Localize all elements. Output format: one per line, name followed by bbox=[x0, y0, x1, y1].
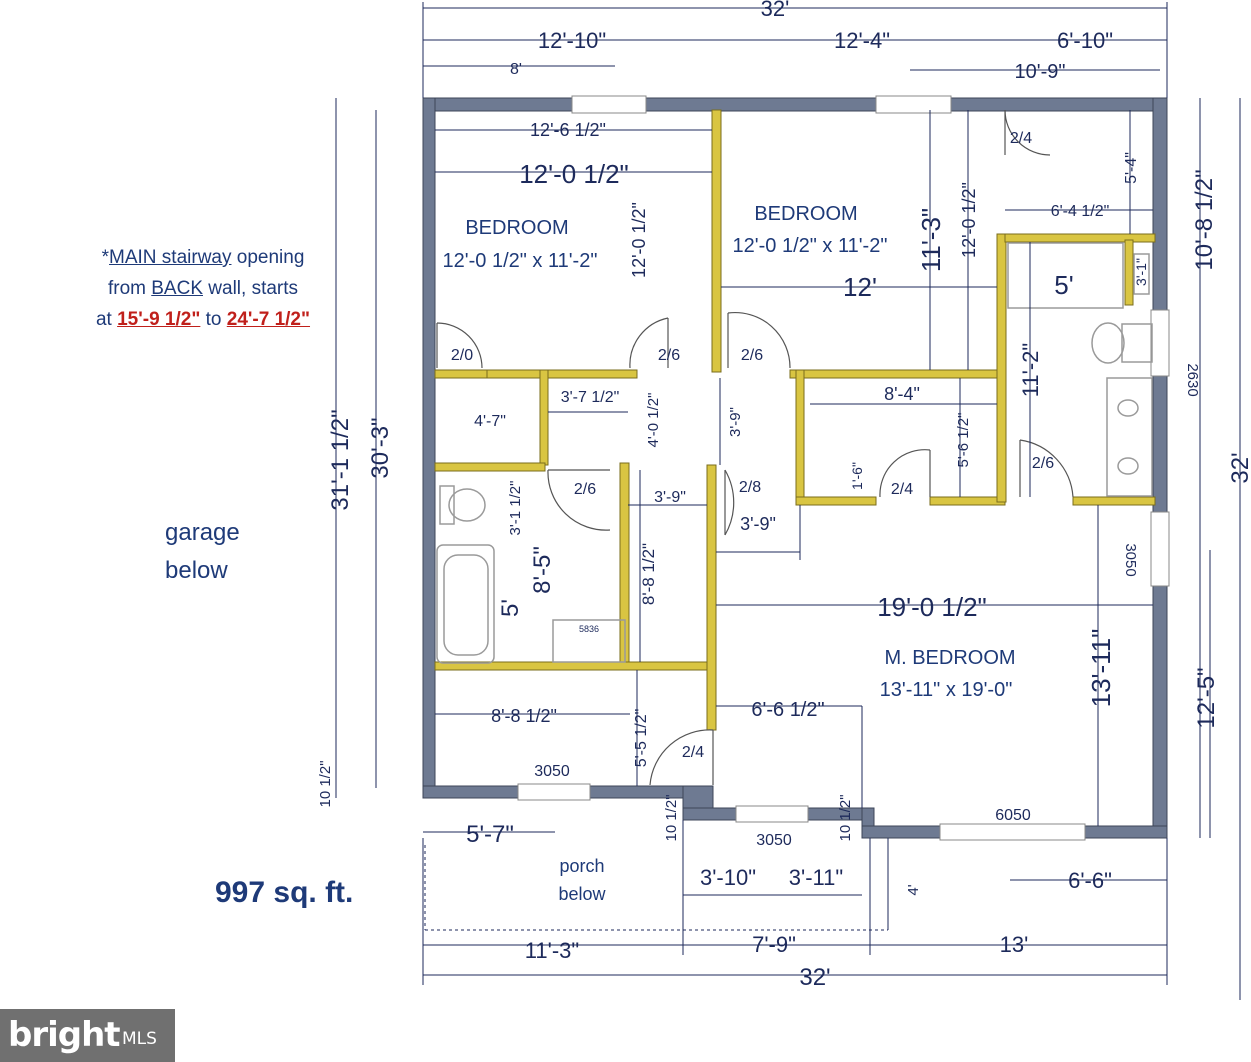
sink-code: 5836 bbox=[579, 624, 599, 634]
dim-wic-w: 8'-4" bbox=[884, 384, 920, 404]
door-2-6b: 2/6 bbox=[741, 347, 763, 364]
window-3050-b: 3050 bbox=[756, 832, 792, 849]
stairway-note-line2: from BACK wall, starts bbox=[107, 278, 299, 299]
dim-bed2-h2: 12'-0 1/2" bbox=[959, 182, 979, 258]
logo-brand: bright bbox=[8, 1015, 121, 1055]
stairway-note: *MAIN stairway opening from BACK wall, s… bbox=[78, 242, 328, 335]
room-size-bedroom-mid: 12'-0 1/2" x 11'-2" bbox=[733, 235, 888, 257]
door-2-6d: 2/6 bbox=[1032, 455, 1054, 472]
door-2-6c: 2/6 bbox=[574, 481, 596, 498]
stairway-note-line3: at 15'-9 1/2" to 24'-7 1/2" bbox=[95, 309, 311, 330]
dim-hall-long: 8'-8 1/2" bbox=[639, 543, 658, 605]
dim-m-w: 19'-0 1/2" bbox=[877, 592, 987, 622]
dim-step-b: 10 1/2" bbox=[837, 794, 854, 841]
dim-bottom-f: 7'-9" bbox=[752, 932, 796, 957]
garage-label: garage below bbox=[165, 519, 240, 584]
room-name-master: M. BEDROOM bbox=[884, 647, 1015, 669]
dim-bottom-a: 5'-7" bbox=[466, 821, 514, 848]
dim-hall-w: 3'-9" bbox=[654, 489, 686, 506]
dim-wic-h: 5'-6 1/2" bbox=[955, 413, 972, 468]
room-name-bedroom-mid: BEDROOM bbox=[754, 203, 857, 225]
dim-right-total: 32' bbox=[1227, 452, 1251, 483]
dim-bed1-w1: 12'-6 1/2" bbox=[530, 120, 606, 140]
sink-left bbox=[552, 619, 626, 663]
dim-step-c: 4' bbox=[905, 884, 922, 895]
dim-bath-h2: 11'-2" bbox=[1018, 343, 1043, 397]
dim-bath-w1: 6'-4 1/2" bbox=[1051, 203, 1110, 220]
toilet-left bbox=[448, 488, 486, 522]
dim-bed1-w2: 12'-0 1/2" bbox=[519, 159, 629, 189]
dim-bed2-h1: 11'-3" bbox=[916, 208, 946, 272]
window-6050: 6050 bbox=[995, 807, 1031, 824]
dim-top-d: 8' bbox=[510, 61, 522, 78]
dim-tub-side: 3'-1" bbox=[1133, 258, 1149, 286]
dim-bottom-g: 13' bbox=[1000, 932, 1029, 957]
dim-top-e: 10'-9" bbox=[1015, 61, 1066, 83]
dim-right-h2: 12'-5" bbox=[1193, 667, 1220, 728]
dim-step-a: 10 1/2" bbox=[663, 794, 680, 841]
door-bath-top: 2/4 bbox=[1010, 130, 1032, 147]
door-2-4a: 2/4 bbox=[891, 481, 913, 498]
windows bbox=[517, 95, 1170, 841]
dim-closet2-h: 4'-0 1/2" bbox=[645, 393, 662, 448]
dim-bottom-e: 11'-3" bbox=[525, 938, 579, 963]
dim-bottom-b: 3'-10" bbox=[700, 865, 756, 890]
tub-right bbox=[1007, 242, 1124, 309]
dim-left-h2: 30'-3" bbox=[367, 417, 394, 478]
dim-bath2-long: 8'-5" bbox=[529, 546, 556, 594]
dim-low-h: 5'-5 1/2" bbox=[633, 709, 650, 768]
dim-top-c: 6'-10" bbox=[1057, 28, 1113, 53]
fixtures bbox=[436, 242, 1153, 664]
dim-m-h: 13'-11" bbox=[1086, 629, 1116, 708]
door-2-6a: 2/6 bbox=[658, 347, 680, 364]
room-size-bedroom-left: 12'-0 1/2" x 11'-2" bbox=[443, 250, 598, 272]
window-2630: 2630 bbox=[1184, 363, 1201, 396]
dim-bath2-h: 3'-1 1/2" bbox=[507, 481, 524, 536]
room-name-bedroom-left: BEDROOM bbox=[465, 217, 568, 239]
porch-label-2: below bbox=[558, 884, 606, 904]
dim-right-h1: 10'-8 1/2" bbox=[1191, 169, 1218, 270]
toilet-right bbox=[1091, 322, 1125, 364]
dim-hall-w2: 3'-9" bbox=[740, 514, 776, 534]
window-3050-right: 3050 bbox=[1122, 543, 1139, 576]
stairway-note-line1: *MAIN stairway opening bbox=[101, 247, 305, 268]
dim-bath2-tub: 5' bbox=[497, 599, 524, 617]
logo-suffix: MLS bbox=[122, 1029, 157, 1049]
door-2-0: 2/0 bbox=[451, 347, 473, 364]
interior-walls bbox=[434, 109, 1156, 731]
porch-label-1: porch bbox=[559, 856, 604, 876]
dim-top-b: 12'-4" bbox=[834, 28, 890, 53]
room-size-master: 13'-11" x 19'-0" bbox=[880, 679, 1013, 701]
dim-top-total: 32' bbox=[761, 0, 790, 21]
square-footage: 997 sq. ft. bbox=[215, 876, 354, 909]
window-3050-a: 3050 bbox=[534, 763, 570, 780]
dim-hall-h: 3'-9" bbox=[727, 407, 744, 437]
dim-low-w: 8'-8 1/2" bbox=[491, 706, 557, 726]
tub-left bbox=[436, 544, 495, 664]
dim-bed2-w: 12' bbox=[843, 272, 877, 302]
dim-closet1-w: 4'-7" bbox=[474, 413, 506, 430]
door-2-8: 2/8 bbox=[739, 479, 761, 496]
dimension-labels: 32' 12'-10" 12'-4" 6'-10" 8' 10'-9" 12'-… bbox=[317, 0, 1251, 991]
dim-tub: 5' bbox=[1054, 270, 1073, 300]
dim-bed1-h: 12'-0 1/2" bbox=[629, 202, 649, 278]
dim-top-a: 12'-10" bbox=[538, 28, 606, 53]
dim-bath-h1: 5'-4" bbox=[1123, 152, 1140, 184]
dim-bottom-d: 6'-6" bbox=[1068, 868, 1112, 893]
dim-bottom-c: 3'-11" bbox=[789, 865, 843, 890]
dim-left-small: 10 1/2" bbox=[317, 760, 334, 807]
vanity-right bbox=[1106, 377, 1153, 497]
bright-mls-logo: bright MLS bbox=[0, 1009, 175, 1062]
dim-bottom-total: 32' bbox=[799, 964, 830, 991]
door-2-4b: 2/4 bbox=[682, 744, 704, 761]
dim-wic-d: 1'-6" bbox=[849, 462, 865, 490]
dim-closet2-w: 3'-7 1/2" bbox=[561, 389, 620, 406]
dimension-lines bbox=[335, 2, 1241, 1000]
dim-m-door-w: 6'-6 1/2" bbox=[751, 699, 824, 721]
door-swings bbox=[436, 109, 1074, 786]
dim-left-h1: 31'-1 1/2" bbox=[327, 409, 354, 510]
